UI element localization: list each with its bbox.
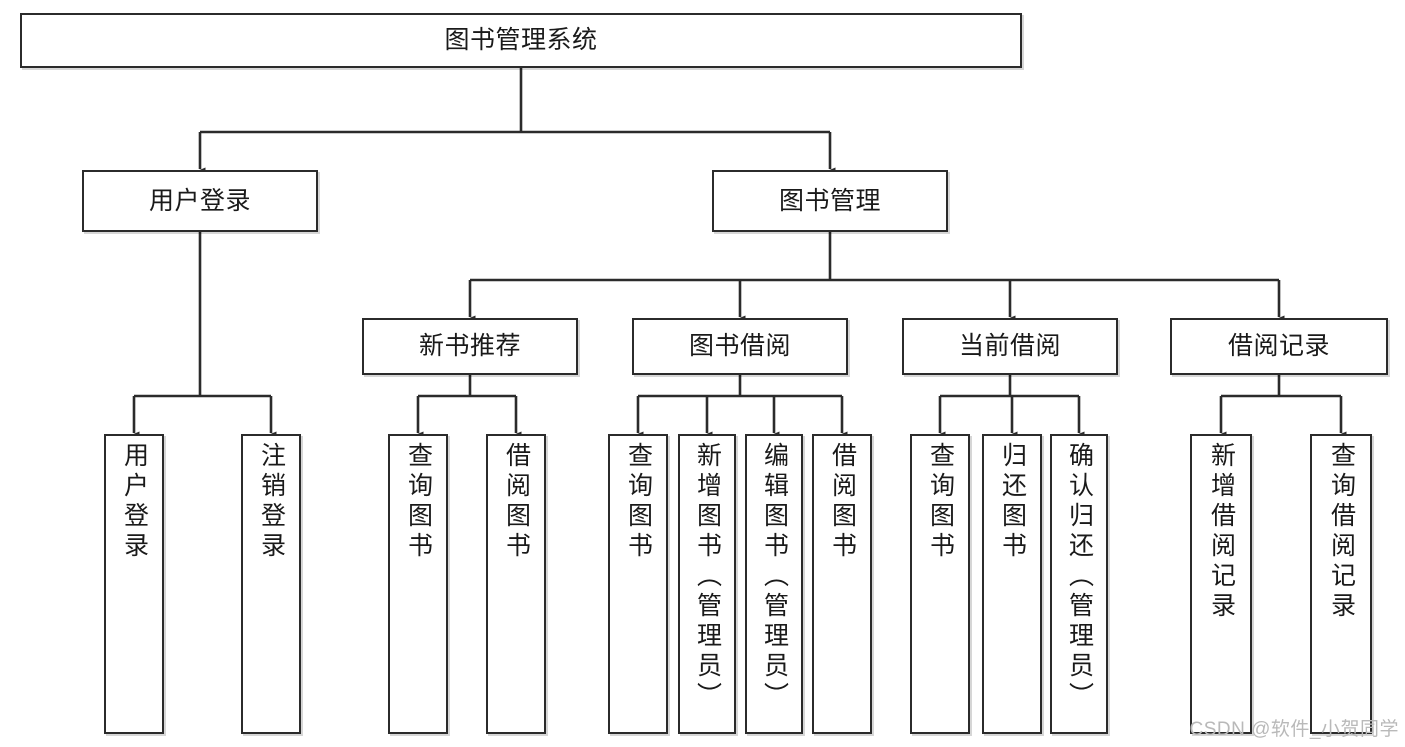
node-leaf4[interactable]: 借阅图书 [486, 434, 546, 734]
node-newbook[interactable]: 新书推荐 [362, 318, 578, 375]
node-label: 借阅记录 [1227, 332, 1330, 361]
node-label: 图书借阅 [688, 332, 791, 361]
node-leaf6[interactable]: 新增图书（管理员） [678, 434, 736, 734]
node-label: 图书管理系统 [444, 26, 598, 55]
node-leaf8[interactable]: 借阅图书 [812, 434, 872, 734]
node-leaf11[interactable]: 确认归还（管理员） [1050, 434, 1108, 734]
node-label: 查询图书 [404, 442, 433, 562]
node-label: 新增图书（管理员） [693, 442, 722, 712]
node-label: 用户登录 [120, 442, 149, 562]
node-borrow[interactable]: 图书借阅 [632, 318, 848, 375]
node-label: 确认归还（管理员） [1065, 442, 1094, 712]
node-label: 新书推荐 [418, 332, 521, 361]
node-label: 查询图书 [624, 442, 653, 562]
node-root[interactable]: 图书管理系统 [20, 13, 1022, 68]
node-label: 新增借阅记录 [1207, 442, 1236, 622]
node-label: 查询借阅记录 [1327, 442, 1356, 622]
node-label: 编辑图书（管理员） [760, 442, 789, 712]
node-leaf12[interactable]: 新增借阅记录 [1190, 434, 1252, 734]
node-current[interactable]: 当前借阅 [902, 318, 1118, 375]
node-label: 借阅图书 [828, 442, 857, 562]
node-label: 借阅图书 [502, 442, 531, 562]
node-leaf13[interactable]: 查询借阅记录 [1310, 434, 1372, 734]
node-leaf7[interactable]: 编辑图书（管理员） [745, 434, 803, 734]
node-label: 归还图书 [998, 442, 1027, 562]
watermark: CSDN @软件_小贺同学 [1189, 719, 1399, 740]
node-leaf5[interactable]: 查询图书 [608, 434, 668, 734]
node-label: 图书管理 [778, 186, 881, 215]
node-bookmgmt[interactable]: 图书管理 [712, 170, 948, 232]
node-leaf10[interactable]: 归还图书 [982, 434, 1042, 734]
node-label: 当前借阅 [958, 332, 1061, 361]
node-label: 用户登录 [148, 186, 251, 215]
node-leaf3[interactable]: 查询图书 [388, 434, 448, 734]
node-label: 注销登录 [257, 442, 286, 562]
node-records[interactable]: 借阅记录 [1170, 318, 1388, 375]
node-leaf9[interactable]: 查询图书 [910, 434, 970, 734]
node-leaf2[interactable]: 注销登录 [241, 434, 301, 734]
node-leaf1[interactable]: 用户登录 [104, 434, 164, 734]
node-label: 查询图书 [926, 442, 955, 562]
node-login[interactable]: 用户登录 [82, 170, 318, 232]
